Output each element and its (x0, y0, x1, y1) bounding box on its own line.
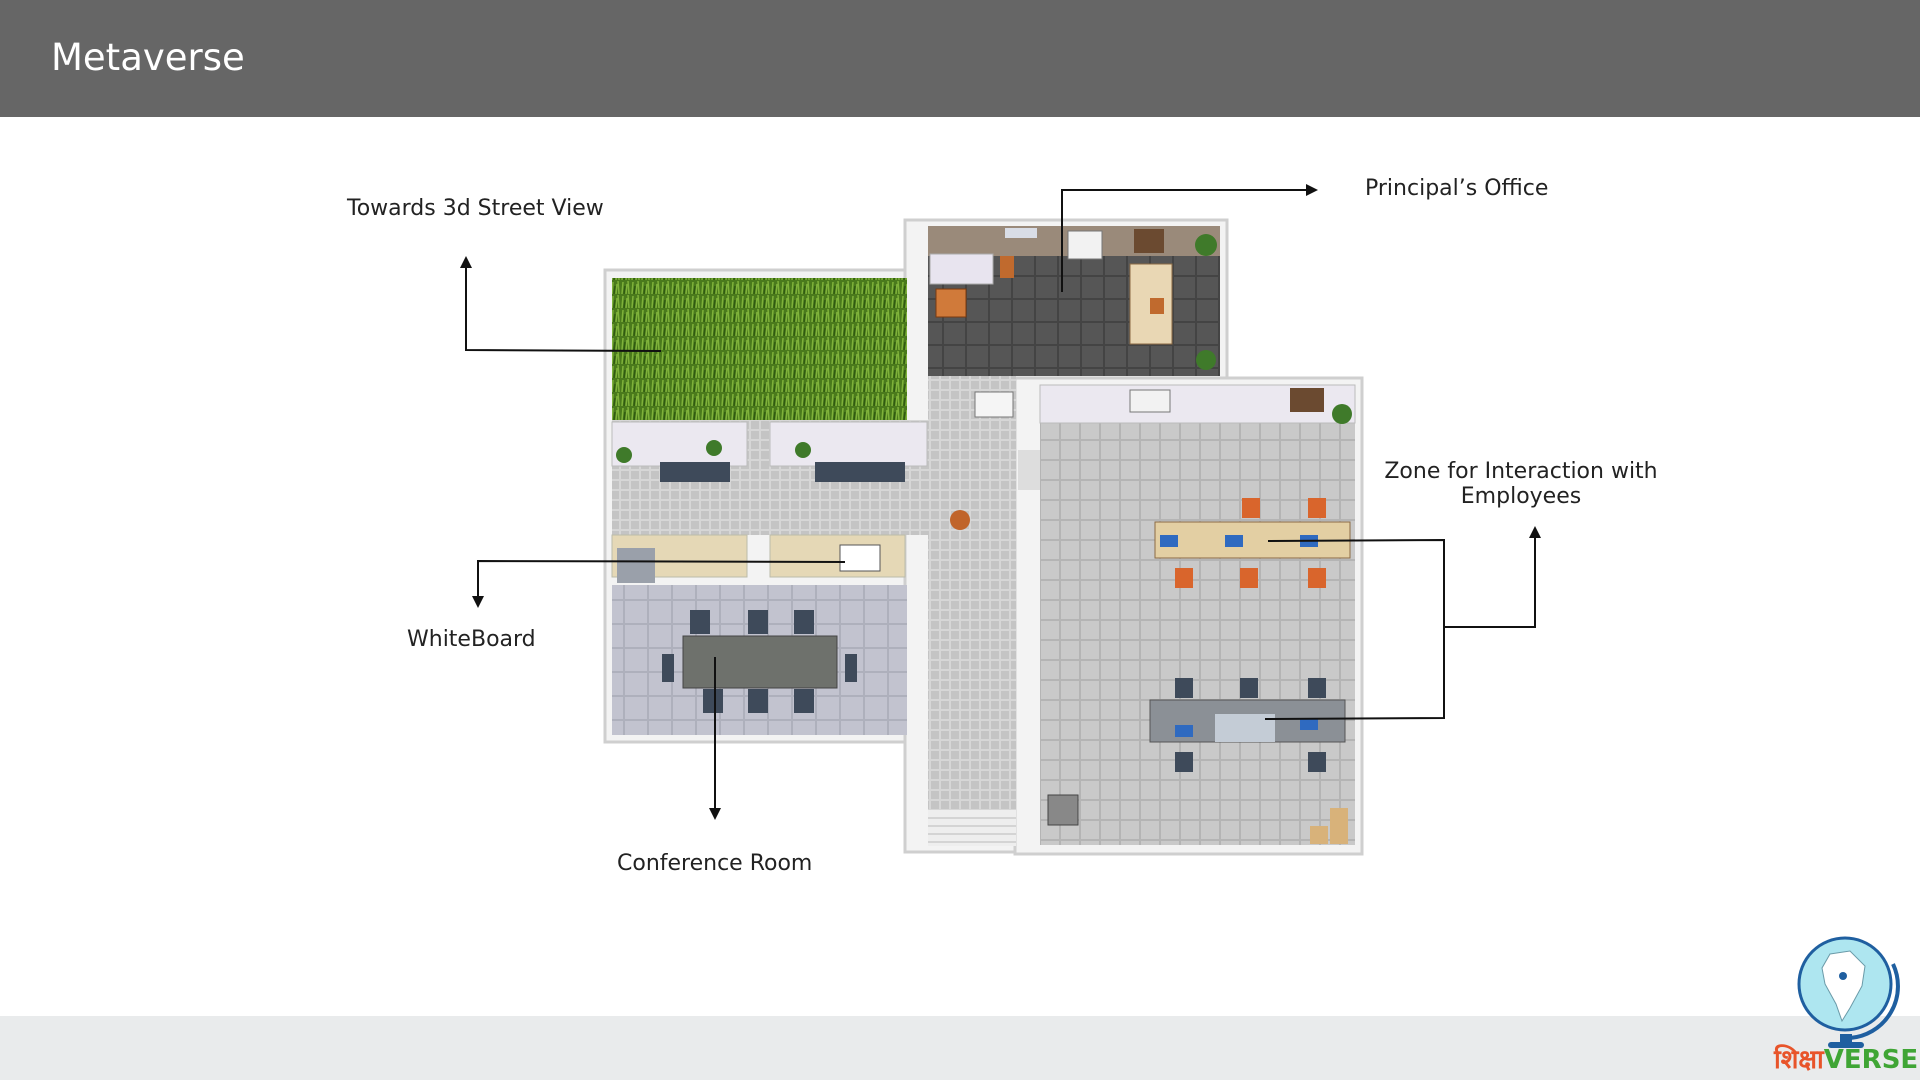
shikshaverse-logo-text: शिक्षाVERSE (1774, 1040, 1918, 1076)
header-bar: Metaverse (0, 0, 1920, 117)
corridor-floor (928, 376, 1016, 810)
whiteboard (839, 544, 881, 572)
label-interaction-zone: Zone for Interaction with Employees (1380, 459, 1662, 509)
label-whiteboard: WhiteBoard (407, 627, 536, 652)
label-interaction-zone-line2: Employees (1460, 484, 1582, 509)
conference-table (682, 635, 838, 689)
avatar-character (950, 510, 970, 530)
label-conference-room: Conference Room (617, 851, 813, 876)
employee-zone-floor (1040, 385, 1355, 845)
desk-row-1 (1154, 521, 1351, 559)
page-title: Metaverse (51, 36, 245, 79)
garden-grass (612, 278, 907, 420)
entrance-steps (928, 810, 1016, 846)
label-street-view: Towards 3d Street View (347, 196, 604, 221)
globe-india-map-icon (1797, 936, 1900, 1048)
label-principal-office: Principal’s Office (1365, 176, 1549, 201)
footer-band (0, 1016, 1920, 1080)
logo-english-part: VERSE (1823, 1045, 1919, 1075)
logo-hindi-part: शिक्षा (1774, 1045, 1824, 1075)
label-interaction-zone-line1: Zone for Interaction with (1384, 459, 1658, 484)
